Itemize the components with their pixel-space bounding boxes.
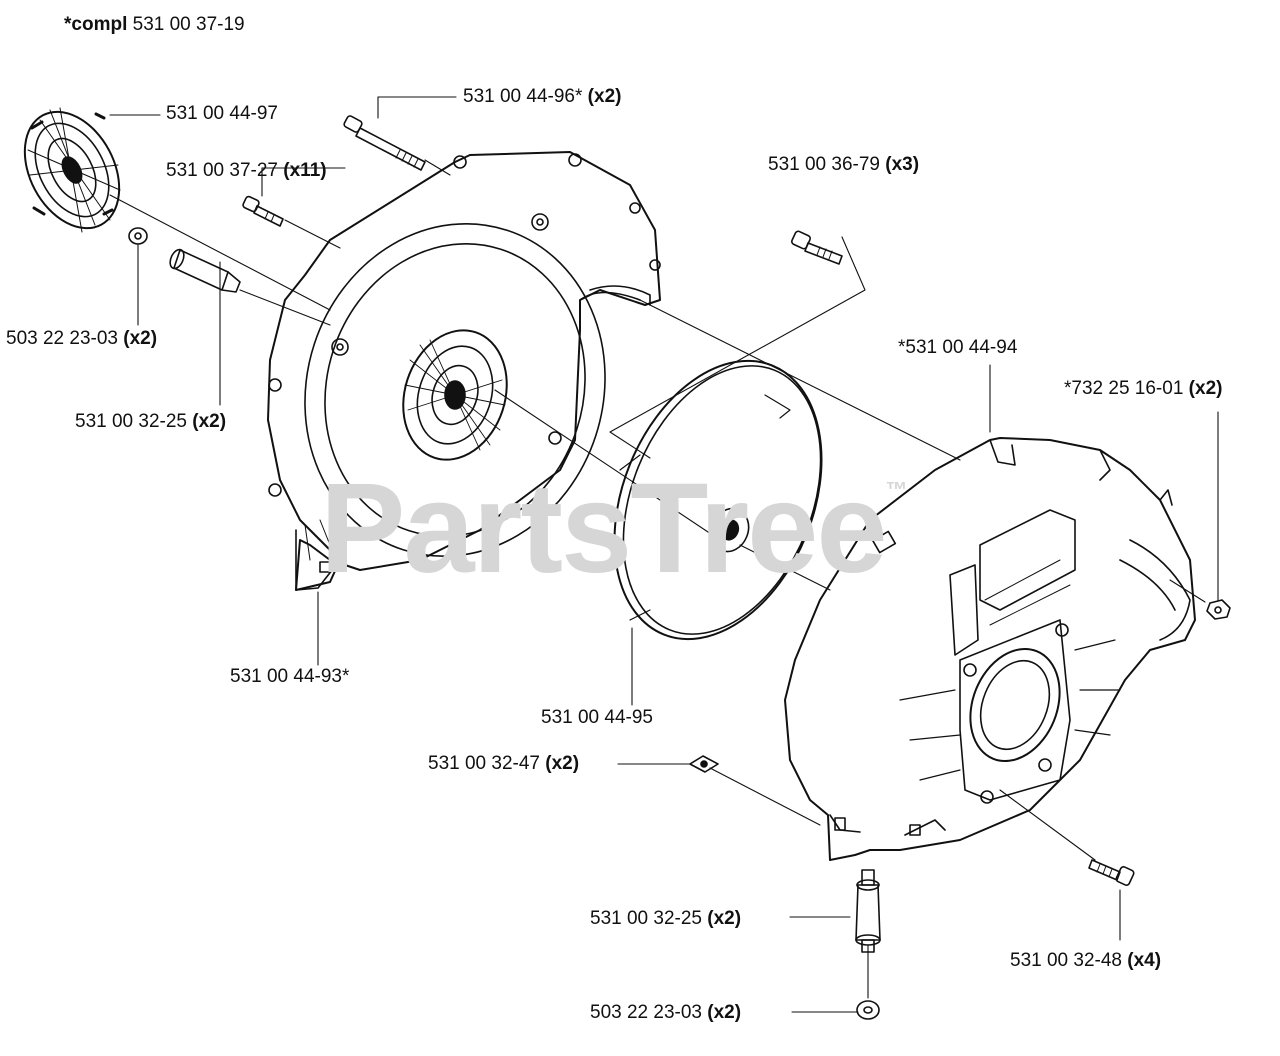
part-qty: (x11) <box>283 160 327 181</box>
callout-fan[interactable]: 531 00 44-95 <box>541 707 653 729</box>
trademark-mark: ™ <box>885 477 908 502</box>
long-screw <box>343 115 425 170</box>
part-number: 531 00 32-25 <box>75 411 187 432</box>
assembly-number: 531 00 37-19 <box>132 14 245 35</box>
callout-screw-4[interactable]: 531 00 32-48 (x4) <box>1010 950 1161 972</box>
screw-long <box>1089 860 1135 886</box>
callout-nut-right[interactable]: *732 25 16-01 (x2) <box>1064 378 1222 400</box>
part-number: *732 25 16-01 <box>1064 378 1184 399</box>
part-number: 531 00 32-25 <box>590 908 702 929</box>
part-qty: (x2) <box>1188 378 1223 399</box>
watermark: PartsTree™ <box>320 455 908 602</box>
square-nut <box>690 756 718 772</box>
callout-rear-housing[interactable]: *531 00 44-94 <box>898 337 1017 359</box>
assembly-prefix: *compl <box>64 14 128 35</box>
leader-lines <box>109 96 1219 1013</box>
callout-long-screw[interactable]: 531 00 44-96* (x2) <box>463 86 621 108</box>
callout-damper-top[interactable]: 531 00 32-25 (x2) <box>75 411 226 433</box>
part-number: 531 00 44-95 <box>541 707 653 728</box>
damper <box>167 247 240 292</box>
screw-medium <box>791 230 842 264</box>
part-number: 531 00 32-48 <box>1010 950 1122 971</box>
part-number: 531 00 32-47 <box>428 753 540 774</box>
watermark-text: PartsTree <box>320 457 887 600</box>
fan-impeller <box>576 330 861 670</box>
part-qty: (x2) <box>707 908 742 929</box>
callout-screw-11[interactable]: 531 00 37-27 (x11) <box>166 160 327 182</box>
part-qty: (x2) <box>707 1002 742 1023</box>
washer-lower <box>857 1001 879 1019</box>
screw-small <box>242 196 283 226</box>
part-qty: (x2) <box>587 86 622 107</box>
part-qty: (x2) <box>123 328 158 349</box>
part-number: 531 00 44-93* <box>230 666 350 687</box>
callout-washer-top[interactable]: 503 22 23-03 (x2) <box>6 328 157 350</box>
part-number: 503 22 23-03 <box>6 328 118 349</box>
part-number: *531 00 44-94 <box>898 337 1018 358</box>
callout-front-cover[interactable]: 531 00 44-93* <box>230 666 349 688</box>
part-number: 531 00 44-96* <box>463 86 583 107</box>
part-number: 531 00 37-27 <box>166 160 278 181</box>
part-qty: (x3) <box>885 154 920 175</box>
callout-screw-3[interactable]: 531 00 36-79 (x3) <box>768 154 919 176</box>
front-cover <box>262 152 660 596</box>
callout-nut-square[interactable]: 531 00 32-47 (x2) <box>428 753 579 775</box>
part-qty: (x2) <box>192 411 227 432</box>
damper-lower <box>856 870 880 952</box>
nut-flange <box>1207 600 1230 619</box>
part-number: 503 22 23-03 <box>590 1002 702 1023</box>
part-qty: (x2) <box>545 753 580 774</box>
callout-washer-bottom[interactable]: 503 22 23-03 (x2) <box>590 1002 741 1024</box>
part-number: 531 00 44-97 <box>166 103 278 124</box>
rear-housing <box>785 438 1195 860</box>
assembly-header: *compl 531 00 37-19 <box>64 14 245 36</box>
air-filter-grille <box>6 96 138 245</box>
callout-filter[interactable]: 531 00 44-97 <box>166 103 278 125</box>
callout-damper-bottom[interactable]: 531 00 32-25 (x2) <box>590 908 741 930</box>
part-qty: (x4) <box>1127 950 1162 971</box>
part-number: 531 00 36-79 <box>768 154 880 175</box>
washer <box>129 228 147 244</box>
